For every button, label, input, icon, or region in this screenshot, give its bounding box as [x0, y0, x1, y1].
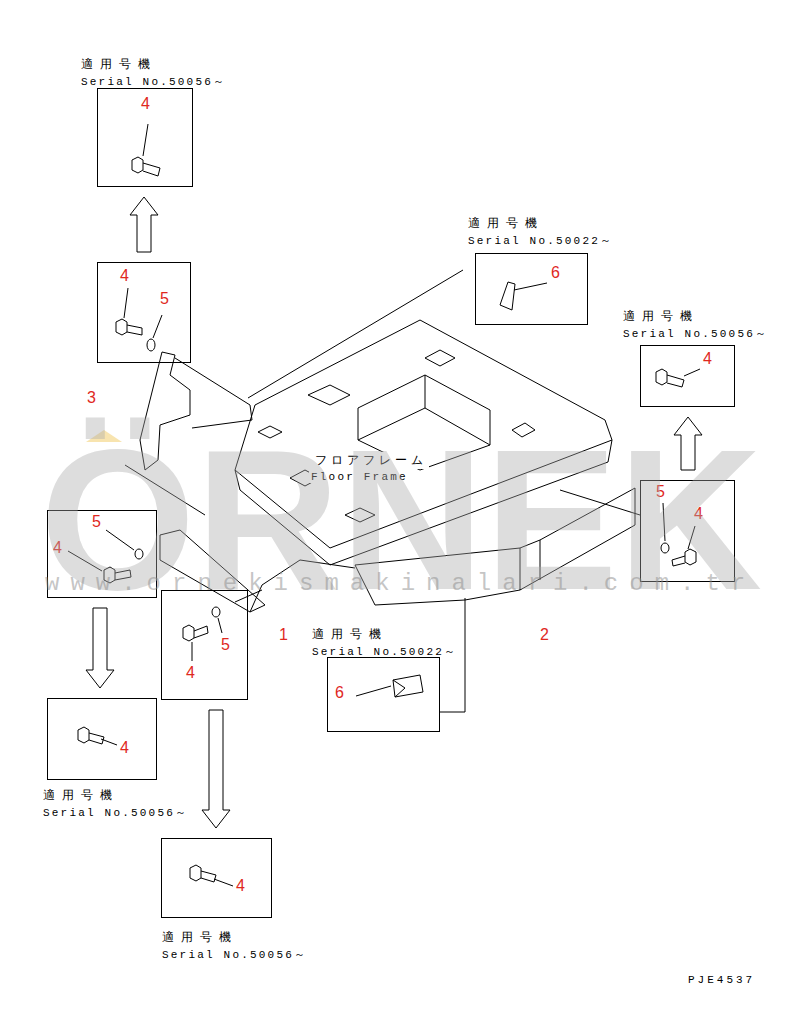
serial-range: Serial No.50056～	[162, 947, 307, 963]
inset-box: 適用号機Serial No.50022～6	[327, 657, 440, 732]
hollow-arrow	[130, 197, 158, 252]
applicability-heading: 適用号機	[81, 56, 157, 72]
applicability-heading: 適用号機	[468, 215, 544, 231]
callout-number: 5	[221, 636, 230, 654]
applicability-heading: 適用号機	[43, 787, 119, 803]
applicability-heading: 適用号機	[312, 626, 388, 642]
callout-number: 4	[186, 664, 195, 682]
callout-number: 5	[160, 290, 169, 308]
serial-range: Serial No.50022～	[312, 644, 457, 660]
serial-range: Serial No.50022～	[468, 233, 613, 249]
callout-number: 4	[120, 739, 129, 757]
callout-number: 6	[551, 264, 560, 282]
callout-number: 4	[236, 877, 245, 895]
applicability-heading: 適用号機	[623, 308, 699, 324]
serial-range: Serial No.50056～	[43, 805, 188, 821]
serial-range: Serial No.50056～	[623, 326, 768, 342]
callout-number: 2	[540, 626, 549, 644]
serial-range: Serial No.50056～	[81, 74, 226, 90]
hollow-arrow	[202, 710, 230, 828]
callout-number: 3	[87, 389, 96, 407]
watermark: www.ornekismakinalari.com.tr	[45, 570, 756, 597]
callout-number: 4	[120, 267, 129, 285]
inset-box: 適用号機Serial No.50056～4	[640, 345, 735, 407]
callout-number: 6	[335, 684, 344, 702]
inset-box: 適用号機Serial No.50022～6	[475, 253, 588, 325]
callout-number: 4	[141, 95, 150, 113]
drawing-code: PJE4537	[688, 974, 755, 986]
inset-box: 適用号機Serial No.50056～4	[97, 88, 193, 187]
inset-box: 4適用号機Serial No.50056～	[47, 698, 157, 780]
inset-box: 45	[97, 262, 191, 363]
applicability-heading: 適用号機	[162, 929, 238, 945]
inset-box: 4適用号機Serial No.50056～	[161, 838, 272, 918]
hollow-arrow	[86, 608, 114, 688]
callout-number: 4	[703, 350, 712, 368]
callout-number: 1	[279, 626, 288, 644]
